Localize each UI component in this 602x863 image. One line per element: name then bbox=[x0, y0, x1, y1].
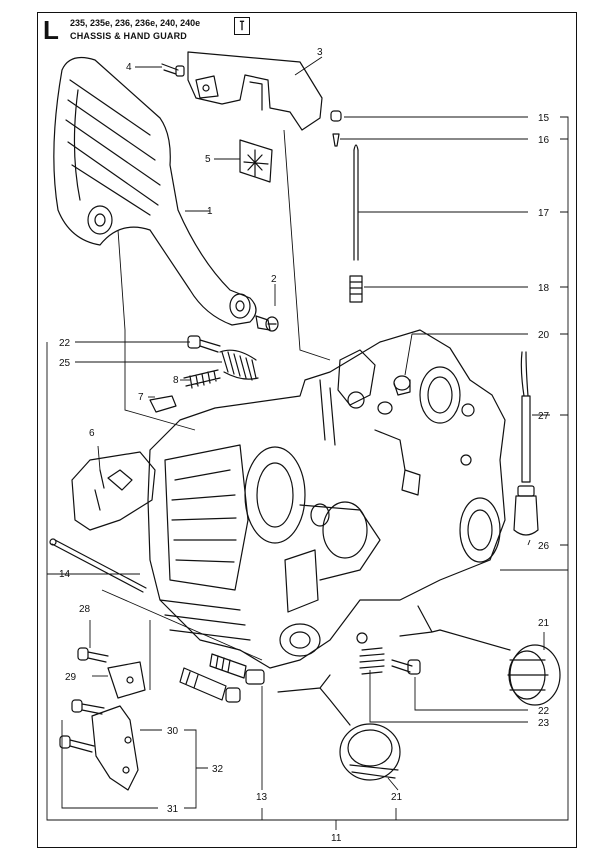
decal-5 bbox=[239, 139, 273, 183]
spring-25 bbox=[219, 349, 259, 381]
callout-3: 3 bbox=[317, 47, 323, 58]
hose-27 bbox=[520, 351, 531, 483]
bracket-part bbox=[187, 51, 323, 131]
pin-7 bbox=[149, 395, 177, 413]
model-list: 235, 235e, 236, 236e, 240, 240e bbox=[70, 18, 201, 28]
callout-15: 15 bbox=[538, 113, 550, 124]
hose-17 bbox=[353, 144, 359, 261]
valve-16 bbox=[332, 133, 340, 147]
callout-16: 16 bbox=[538, 135, 550, 146]
screw-22-top bbox=[187, 335, 221, 353]
callout-1: 1 bbox=[207, 206, 213, 217]
diagram-frame bbox=[37, 12, 577, 848]
bushing-20 bbox=[393, 375, 411, 396]
callout-11: 11 bbox=[331, 833, 342, 844]
screw-22-bottom bbox=[391, 659, 421, 675]
bolt-upper-30 bbox=[71, 699, 105, 715]
callout-labels: 1 2 3 4 5 6 7 8 11 13 14 15 16 17 18 20 … bbox=[59, 47, 550, 844]
callout-27: 27 bbox=[538, 411, 550, 422]
callout-31: 31 bbox=[167, 804, 179, 815]
callout-21-right: 21 bbox=[538, 618, 550, 629]
section-letter: L bbox=[43, 15, 59, 45]
fitting-18 bbox=[349, 275, 363, 303]
callout-25: 25 bbox=[59, 358, 71, 369]
callout-14: 14 bbox=[59, 569, 71, 580]
callout-22-bottom: 22 bbox=[538, 706, 550, 717]
spring-23 bbox=[356, 632, 385, 675]
diagram-title: CHASSIS & HAND GUARD bbox=[70, 31, 188, 41]
callout-17: 17 bbox=[538, 208, 550, 219]
filter-26 bbox=[513, 485, 539, 536]
callout-5: 5 bbox=[205, 154, 211, 165]
bolt-13-lower bbox=[179, 667, 241, 703]
callout-8: 8 bbox=[173, 375, 179, 386]
rod-14 bbox=[49, 538, 147, 593]
callout-6: 6 bbox=[89, 428, 95, 439]
plate-32 bbox=[91, 705, 139, 791]
callout-30: 30 bbox=[167, 726, 179, 737]
callout-7: 7 bbox=[138, 392, 144, 403]
callout-18: 18 bbox=[538, 283, 550, 294]
callout-2: 2 bbox=[271, 274, 277, 285]
screw-4 bbox=[161, 63, 185, 77]
hand-guard-part bbox=[53, 57, 257, 326]
bracket-29 bbox=[107, 661, 146, 699]
bolt-lower-31 bbox=[59, 735, 95, 753]
callout-26: 26 bbox=[538, 541, 550, 552]
callout-32: 32 bbox=[212, 764, 224, 775]
chassis-part bbox=[147, 329, 506, 669]
bolt-28 bbox=[77, 647, 109, 663]
callout-4: 4 bbox=[126, 62, 132, 73]
spring-8 bbox=[183, 369, 221, 389]
cap-15 bbox=[330, 110, 342, 122]
callout-22-top: 22 bbox=[59, 338, 71, 349]
leader-lines bbox=[46, 56, 569, 830]
wrench-icon: ⊺ bbox=[234, 17, 250, 35]
screw-2 bbox=[255, 315, 279, 332]
plate-6 bbox=[71, 451, 156, 531]
callout-13: 13 bbox=[256, 792, 268, 803]
callout-28: 28 bbox=[79, 604, 91, 615]
fuel-cap-21-right bbox=[399, 605, 561, 706]
oil-cap-21-bottom bbox=[277, 674, 401, 781]
bolt-13-upper bbox=[209, 653, 265, 685]
callout-21-bottom: 21 bbox=[391, 792, 403, 803]
callout-23: 23 bbox=[538, 718, 550, 729]
callout-20: 20 bbox=[538, 330, 550, 341]
callout-29: 29 bbox=[65, 672, 77, 683]
